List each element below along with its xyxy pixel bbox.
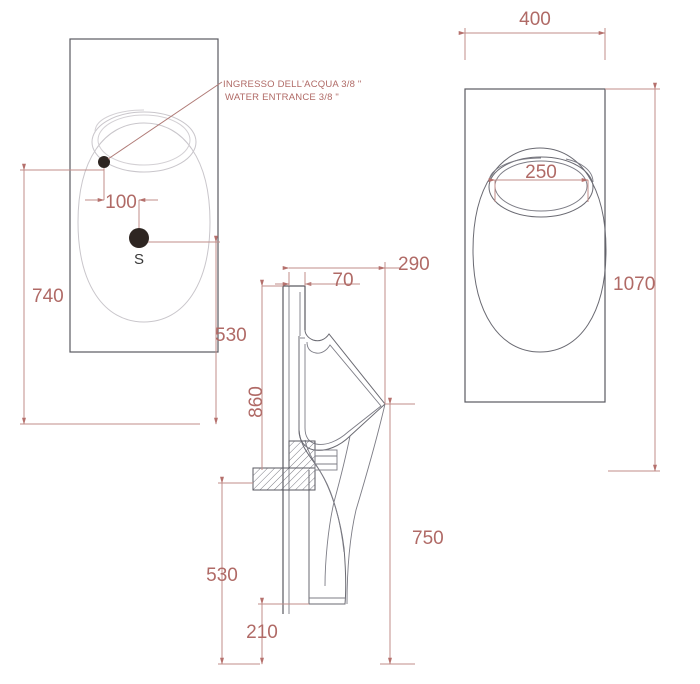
dim-400-value: 400 — [519, 9, 551, 30]
dim-250-value: 250 — [525, 162, 557, 183]
urinal-rim-ghost-arc — [94, 109, 145, 133]
drain-hole — [129, 228, 149, 248]
bracket-hatch-upper — [288, 440, 316, 469]
left-wall-template-view: S INGRESSO DELL'ACQUA 3/8 " WATER ENTRAN… — [20, 38, 361, 425]
urinal-rim-arc-right — [565, 158, 594, 183]
bowl-front-skirt — [346, 403, 386, 605]
drain-label: S — [134, 251, 144, 268]
dim-210-value: 210 — [246, 622, 278, 643]
urinal-rim-ghost-inner — [97, 114, 191, 166]
middle-side-section-view: 70 290 860 530 210 750 — [206, 254, 444, 665]
dim-740-value: 740 — [32, 286, 64, 307]
fixing-bolt-outline — [314, 449, 338, 471]
urinal-rim-ghost-outer — [91, 111, 197, 173]
dim-860-value: 860 — [246, 386, 267, 418]
water-inlet-hole — [98, 156, 110, 168]
back-plate-top — [283, 285, 306, 330]
bowl-skirt-inner — [324, 435, 351, 587]
urinal-rim-outer — [488, 156, 594, 218]
mounting-plate-outline — [69, 38, 219, 353]
bowl-section-outline — [298, 329, 386, 451]
dim-530-mid-value: 530 — [206, 565, 238, 586]
urinal-body-outline — [472, 147, 607, 353]
dim-100-value: 100 — [105, 192, 137, 213]
dim-1070-value: 1070 — [613, 274, 655, 295]
dim-290-value: 290 — [398, 254, 430, 275]
dim-750-value: 750 — [412, 528, 444, 549]
dim-530-left-value: 530 — [215, 325, 247, 346]
right-front-elevation-view: 400 250 1070 — [458, 9, 660, 472]
water-entrance-label-en: WATER ENTRANCE 3/8 " — [225, 92, 339, 103]
urinal-body-ghost-outline — [77, 122, 211, 323]
front-view-bounding-rect — [464, 88, 606, 403]
water-inlet-leader-line — [107, 81, 223, 160]
bracket-hatch-lower — [252, 467, 316, 491]
water-entrance-label-it: INGRESSO DELL'ACQUA 3/8 " — [223, 79, 361, 90]
bowl-inner-outline — [304, 341, 382, 445]
dim-70-value: 70 — [332, 270, 353, 291]
